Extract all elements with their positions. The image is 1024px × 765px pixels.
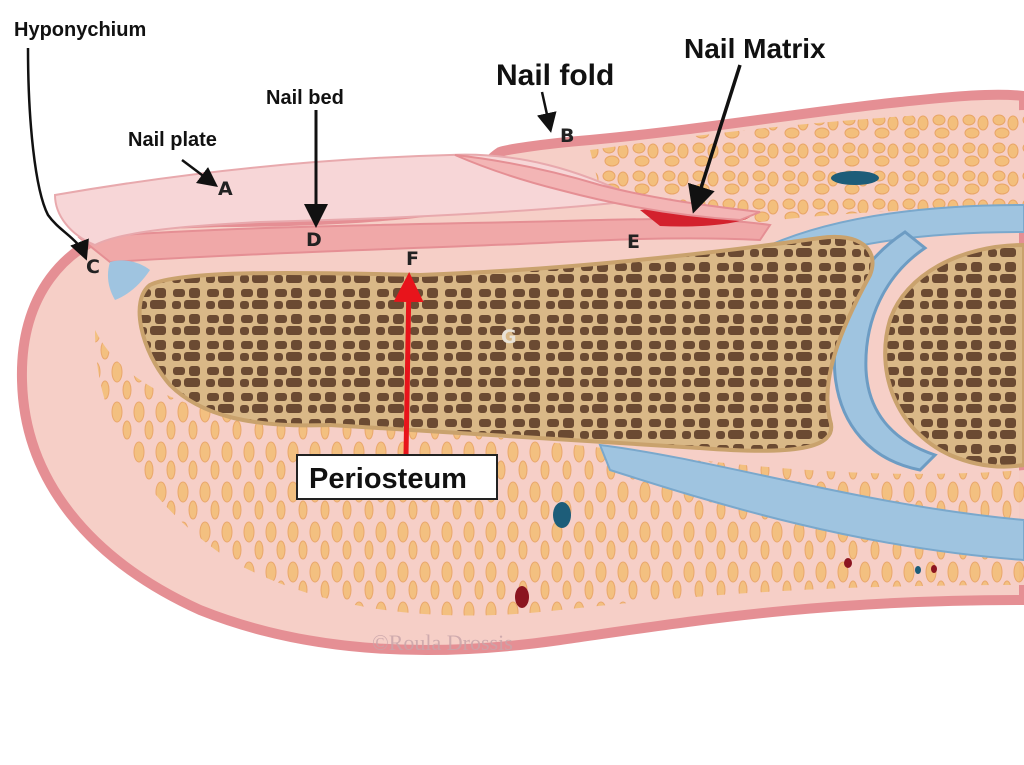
- middle-phalanx-head: [883, 242, 1024, 469]
- finger-pulp-fat: [95, 330, 1024, 616]
- artist-credit: ©Roula Drossis: [372, 630, 513, 655]
- letter-a: A: [218, 178, 233, 200]
- nail-plate-pointer: [181, 159, 218, 187]
- hyponychium-tissue: [107, 260, 150, 300]
- periosteum-box: [296, 454, 498, 500]
- vessel-small-blue: [915, 566, 921, 574]
- periosteum-pointer: [393, 272, 424, 456]
- label-periosteum: Periosteum: [309, 463, 467, 495]
- letter-c: C: [86, 256, 100, 278]
- nail-fold: [454, 154, 761, 222]
- distal-phalanx: [137, 234, 875, 453]
- vessel-volar-blue: [553, 502, 571, 528]
- periosteum-callout: Periosteum: [296, 454, 498, 500]
- label-hyponychium: Hyponychium: [14, 19, 146, 41]
- flexor-tendon: [598, 443, 1024, 562]
- label-nail-bed: Nail bed: [266, 87, 344, 109]
- label-nail-plate: Nail plate: [128, 129, 217, 151]
- vessel-small-red-2: [931, 565, 937, 573]
- nail-bed: [77, 217, 772, 264]
- letter-f: F: [406, 248, 419, 270]
- vessel-small-red: [844, 558, 852, 568]
- vessel-dorsal: [831, 171, 879, 185]
- nail-matrix-pointer: [687, 64, 742, 214]
- label-nail-matrix: Nail Matrix: [684, 33, 826, 64]
- letter-b: B: [560, 125, 574, 147]
- letter-e: E: [627, 231, 640, 253]
- letter-g: G: [501, 326, 517, 348]
- nail-fold-pointer: [536, 91, 557, 133]
- vessel-volar-red: [515, 586, 529, 608]
- hyponychium-pointer: [26, 47, 89, 261]
- label-nail-fold: Nail fold: [496, 59, 614, 92]
- letter-d: D: [306, 229, 322, 251]
